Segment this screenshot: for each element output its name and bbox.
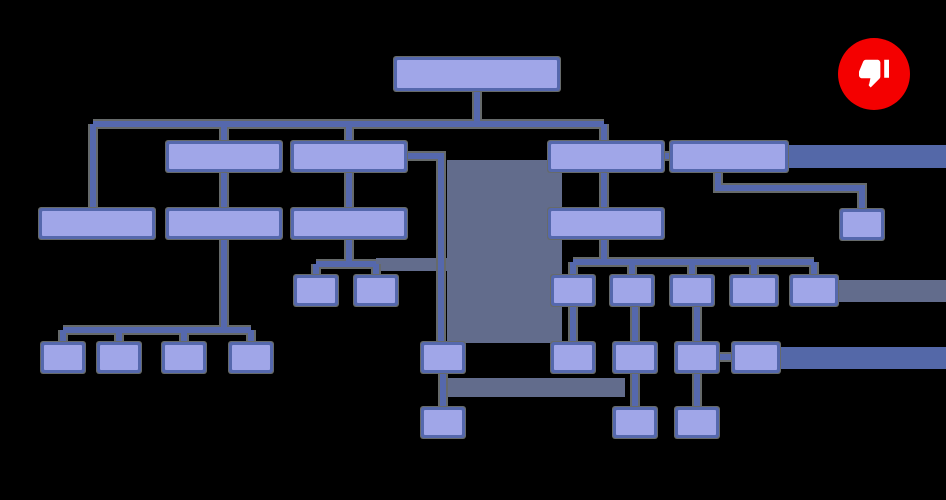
- n3-right-elbow: [404, 153, 444, 345]
- leaf-node-rowd-4[interactable]: [674, 341, 720, 374]
- leaf-node-bl-2[interactable]: [96, 341, 142, 374]
- level3-node-a-fill: [42, 211, 152, 236]
- leaf-node-rowd-3-fill: [616, 345, 654, 370]
- level2-node-d[interactable]: [669, 140, 789, 173]
- leaf-node-rowd-5[interactable]: [731, 341, 781, 374]
- leaf-node-rowd-1-fill: [424, 345, 462, 370]
- level3-node-b[interactable]: [165, 207, 283, 240]
- leaf-node-mid-b-fill: [357, 278, 395, 303]
- leaf-node-bl-4[interactable]: [228, 341, 274, 374]
- level2-node-c-fill: [551, 144, 661, 169]
- leaf-node-rowc-4[interactable]: [729, 274, 779, 307]
- leaf-node-rowc-3[interactable]: [669, 274, 715, 307]
- thumbs-down-badge[interactable]: [838, 38, 910, 110]
- leaf-node-rowc-5-fill: [793, 278, 835, 303]
- leaf-node-bottom-3[interactable]: [674, 406, 720, 439]
- leaf-node-right-top[interactable]: [839, 208, 885, 241]
- level3-node-a[interactable]: [38, 207, 156, 240]
- leaf-node-mid-a[interactable]: [293, 274, 339, 307]
- leaf-node-bl-1[interactable]: [40, 341, 86, 374]
- leaf-node-bottom-3-fill: [678, 410, 716, 435]
- root-node-fill: [397, 60, 557, 88]
- leaf-node-mid-a-fill: [297, 278, 335, 303]
- gray-band-lower: [445, 378, 625, 397]
- leaf-node-rowc-4-fill: [733, 278, 775, 303]
- center-gray-block: [447, 160, 562, 343]
- leaf-node-rowc-1-fill: [554, 278, 592, 303]
- root-node[interactable]: [393, 56, 561, 92]
- leaf-node-rowd-3[interactable]: [612, 341, 658, 374]
- nodes-layer: [38, 56, 885, 439]
- level2-node-a-fill: [169, 144, 279, 169]
- level3-node-c[interactable]: [290, 207, 408, 240]
- leaf-node-rowd-5-fill: [735, 345, 777, 370]
- n5-down-elbow: [715, 169, 865, 212]
- leaf-node-bottom-1[interactable]: [420, 406, 466, 439]
- level2-node-b[interactable]: [290, 140, 408, 173]
- leaf-node-bl-1-fill: [44, 345, 82, 370]
- leaf-node-mid-b[interactable]: [353, 274, 399, 307]
- gray-bar-right-row: [835, 280, 946, 302]
- leaf-node-rowc-3-fill: [673, 278, 711, 303]
- leaf-node-bl-3[interactable]: [161, 341, 207, 374]
- leaf-node-bl-4-fill: [232, 345, 270, 370]
- level3-node-d-fill: [551, 211, 661, 236]
- leaf-node-bottom-2-fill: [616, 410, 654, 435]
- gray-regions-layer: [376, 160, 946, 397]
- blue-bar-row2-right: [785, 145, 946, 168]
- n3-right-elbow-shadow: [404, 151, 446, 345]
- blue-bars-layer: [777, 145, 946, 369]
- level3-node-d[interactable]: [547, 207, 665, 240]
- leaf-node-bl-2-fill: [100, 345, 138, 370]
- leaf-node-rowd-2-fill: [554, 345, 592, 370]
- level2-node-b-fill: [294, 144, 404, 169]
- leaf-node-rowc-1[interactable]: [550, 274, 596, 307]
- leaf-node-bottom-2[interactable]: [612, 406, 658, 439]
- level3-node-c-fill: [294, 211, 404, 236]
- leaf-node-rowc-2[interactable]: [609, 274, 655, 307]
- thumbs-down-icon: [859, 59, 889, 88]
- connectors-layer: [58, 88, 867, 410]
- level2-node-a[interactable]: [165, 140, 283, 173]
- leaf-node-rowd-2[interactable]: [550, 341, 596, 374]
- leaf-node-right-top-fill: [843, 212, 881, 237]
- leaf-node-rowd-1[interactable]: [420, 341, 466, 374]
- gray-band-mid: [376, 258, 448, 271]
- level3-node-b-fill: [169, 211, 279, 236]
- leaf-node-rowd-4-fill: [678, 345, 716, 370]
- level2-node-c[interactable]: [547, 140, 665, 173]
- leaf-node-bottom-1-fill: [424, 410, 462, 435]
- leaf-node-rowc-5[interactable]: [789, 274, 839, 307]
- blue-bar-row4-right: [777, 347, 946, 369]
- leaf-node-bl-3-fill: [165, 345, 203, 370]
- level2-node-d-fill: [673, 144, 785, 169]
- leaf-node-rowc-2-fill: [613, 278, 651, 303]
